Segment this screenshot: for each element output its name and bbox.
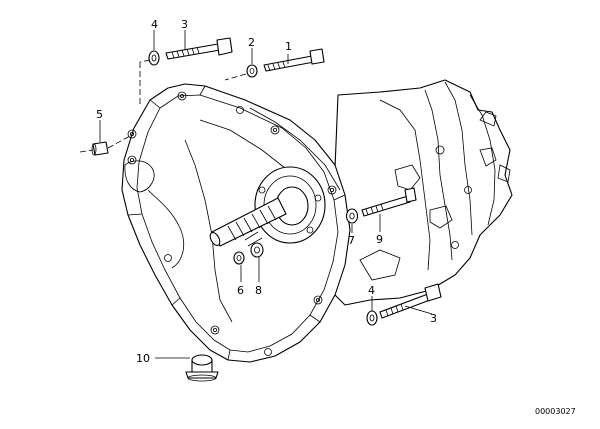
- label-part-10: 10: [136, 352, 150, 365]
- label-part-4-top: 4: [151, 18, 158, 31]
- washer-part-4-top: [148, 50, 160, 66]
- label-part-1: 1: [285, 40, 292, 53]
- stud-part-9: [361, 187, 417, 217]
- washer-part-6: [233, 251, 245, 265]
- label-part-5: 5: [96, 108, 103, 121]
- washer-part-2: [246, 64, 258, 78]
- washer-part-4-bottom: [366, 310, 378, 326]
- label-part-9: 9: [376, 233, 383, 246]
- dowel-part-5: [91, 141, 109, 156]
- input-shaft-assembly: [209, 166, 326, 247]
- assembly-lines: [79, 30, 433, 359]
- label-part-4-bottom: 4: [368, 284, 375, 297]
- part-labels: 4 3 2 1 5 7 9 6 8 4 3 10: [96, 18, 437, 365]
- gearbox-rear-housing: [329, 79, 513, 306]
- label-part-3-bottom: 3: [430, 312, 437, 325]
- bolt-part-3-top: [165, 37, 233, 60]
- plug-part-10: [185, 354, 219, 382]
- washer-part-8: [250, 242, 264, 258]
- nut-part-7: [345, 208, 359, 224]
- bolt-part-1: [263, 48, 325, 72]
- label-part-8-a: 8: [255, 284, 262, 297]
- label-part-3-top: 3: [181, 18, 188, 31]
- label-part-7: 7: [348, 234, 355, 247]
- label-part-2: 2: [248, 36, 255, 49]
- label-part-6: 6: [237, 284, 244, 297]
- document-number: 00003027: [535, 407, 576, 416]
